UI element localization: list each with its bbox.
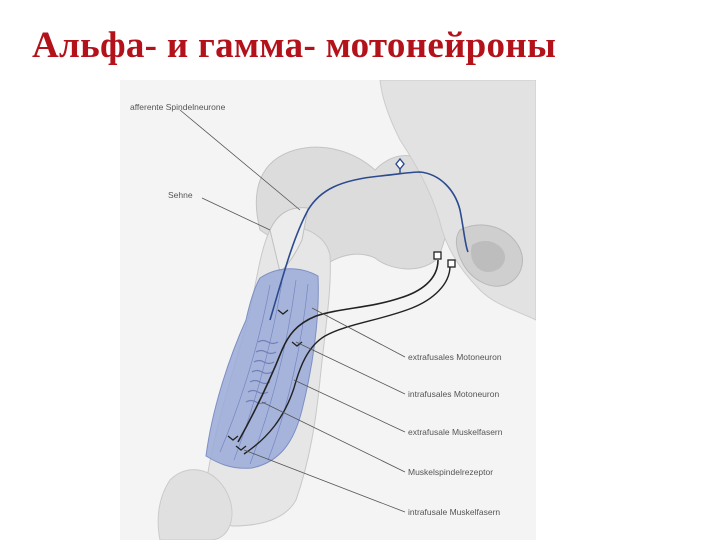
label-intrafusal-fibers: intrafusale Muskelfasern xyxy=(408,507,500,517)
label-afferent: afferente Spindelneurone xyxy=(130,102,226,112)
gamma-soma-icon xyxy=(447,259,456,268)
alpha-soma-icon xyxy=(433,251,442,260)
alpha-motor-nerve xyxy=(237,259,439,443)
motor-endplates xyxy=(227,309,303,451)
elbow-silhouette xyxy=(157,469,233,540)
label-tendon: Sehne xyxy=(168,190,193,200)
label-extrafusal-motoneuron: extrafusales Motoneuron xyxy=(408,352,502,362)
gamma-motor-nerve xyxy=(243,265,451,455)
afferent-nerve xyxy=(269,171,469,321)
label-extrafusal-fibers: extrafusale Muskelfasern xyxy=(408,427,503,437)
dorsal-ganglion-icon xyxy=(395,157,405,171)
label-intrafusal-motoneuron: intrafusales Motoneuron xyxy=(408,389,499,399)
leader-lines xyxy=(179,109,406,513)
reflex-diagram-svg: afferente Spindelneurone Sehne extrafusa… xyxy=(130,80,536,540)
spinal-cord xyxy=(470,240,506,272)
label-spindle-receptor: Muskelspindelrezeptor xyxy=(408,467,493,477)
reflex-diagram: afferente Spindelneurone Sehne extrafusa… xyxy=(120,80,536,540)
slide-title: Альфа- и гамма- мотонейроны xyxy=(32,25,557,66)
spindle-coils xyxy=(245,339,279,405)
